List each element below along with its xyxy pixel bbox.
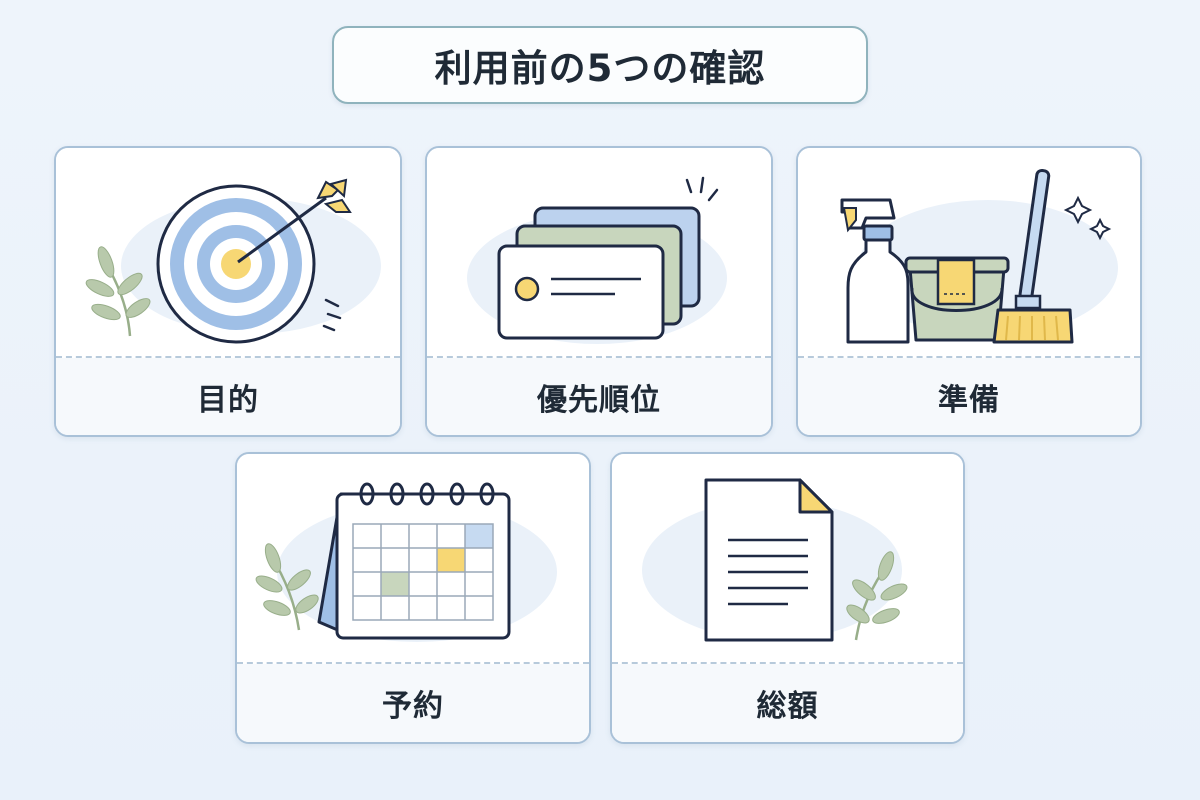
card-purpose: 目的: [54, 146, 402, 437]
card-illustration: [798, 148, 1140, 356]
card-divider: [798, 356, 1140, 358]
leaf-branch-icon: [846, 551, 908, 641]
calendar-icon: [255, 482, 557, 642]
card-total-cost: 総額: [610, 452, 965, 744]
card-label-area: 準備: [798, 358, 1140, 435]
leaf-branch-icon: [255, 543, 319, 631]
spray-bottle-icon: [840, 198, 910, 344]
broom-icon: [992, 168, 1074, 344]
card-label: 準備: [938, 382, 1000, 418]
document-icon: [642, 478, 908, 642]
card-divider: [237, 662, 589, 664]
card-divider: [612, 662, 963, 664]
card-preparation: 準備: [796, 146, 1142, 437]
card-label-area: 優先順位: [427, 358, 771, 435]
card-illustration: [612, 454, 963, 662]
card-illustration: [237, 454, 589, 662]
card-priority: 優先順位: [425, 146, 773, 437]
bucket-icon: [904, 256, 1010, 342]
cleaning-supplies-icon: [840, 168, 1118, 344]
page-title: 利用前の5つの確認: [434, 47, 766, 90]
card-label: 総額: [756, 689, 819, 724]
card-label-area: 目的: [56, 358, 400, 435]
card-divider: [427, 356, 771, 358]
target-icon: [85, 178, 381, 344]
card-label: 目的: [197, 382, 259, 418]
card-label-area: 予約: [237, 664, 589, 742]
title-banner: 利用前の5つの確認: [332, 26, 868, 104]
card-reservation: 予約: [235, 452, 591, 744]
card-label: 予約: [382, 689, 444, 724]
card-label: 優先順位: [537, 382, 661, 418]
leaf-branch-icon: [85, 246, 151, 337]
card-label-area: 総額: [612, 664, 963, 742]
card-illustration: [427, 148, 771, 356]
card-illustration: [56, 148, 400, 356]
stacked-cards-icon: [467, 176, 727, 344]
card-divider: [56, 356, 400, 358]
